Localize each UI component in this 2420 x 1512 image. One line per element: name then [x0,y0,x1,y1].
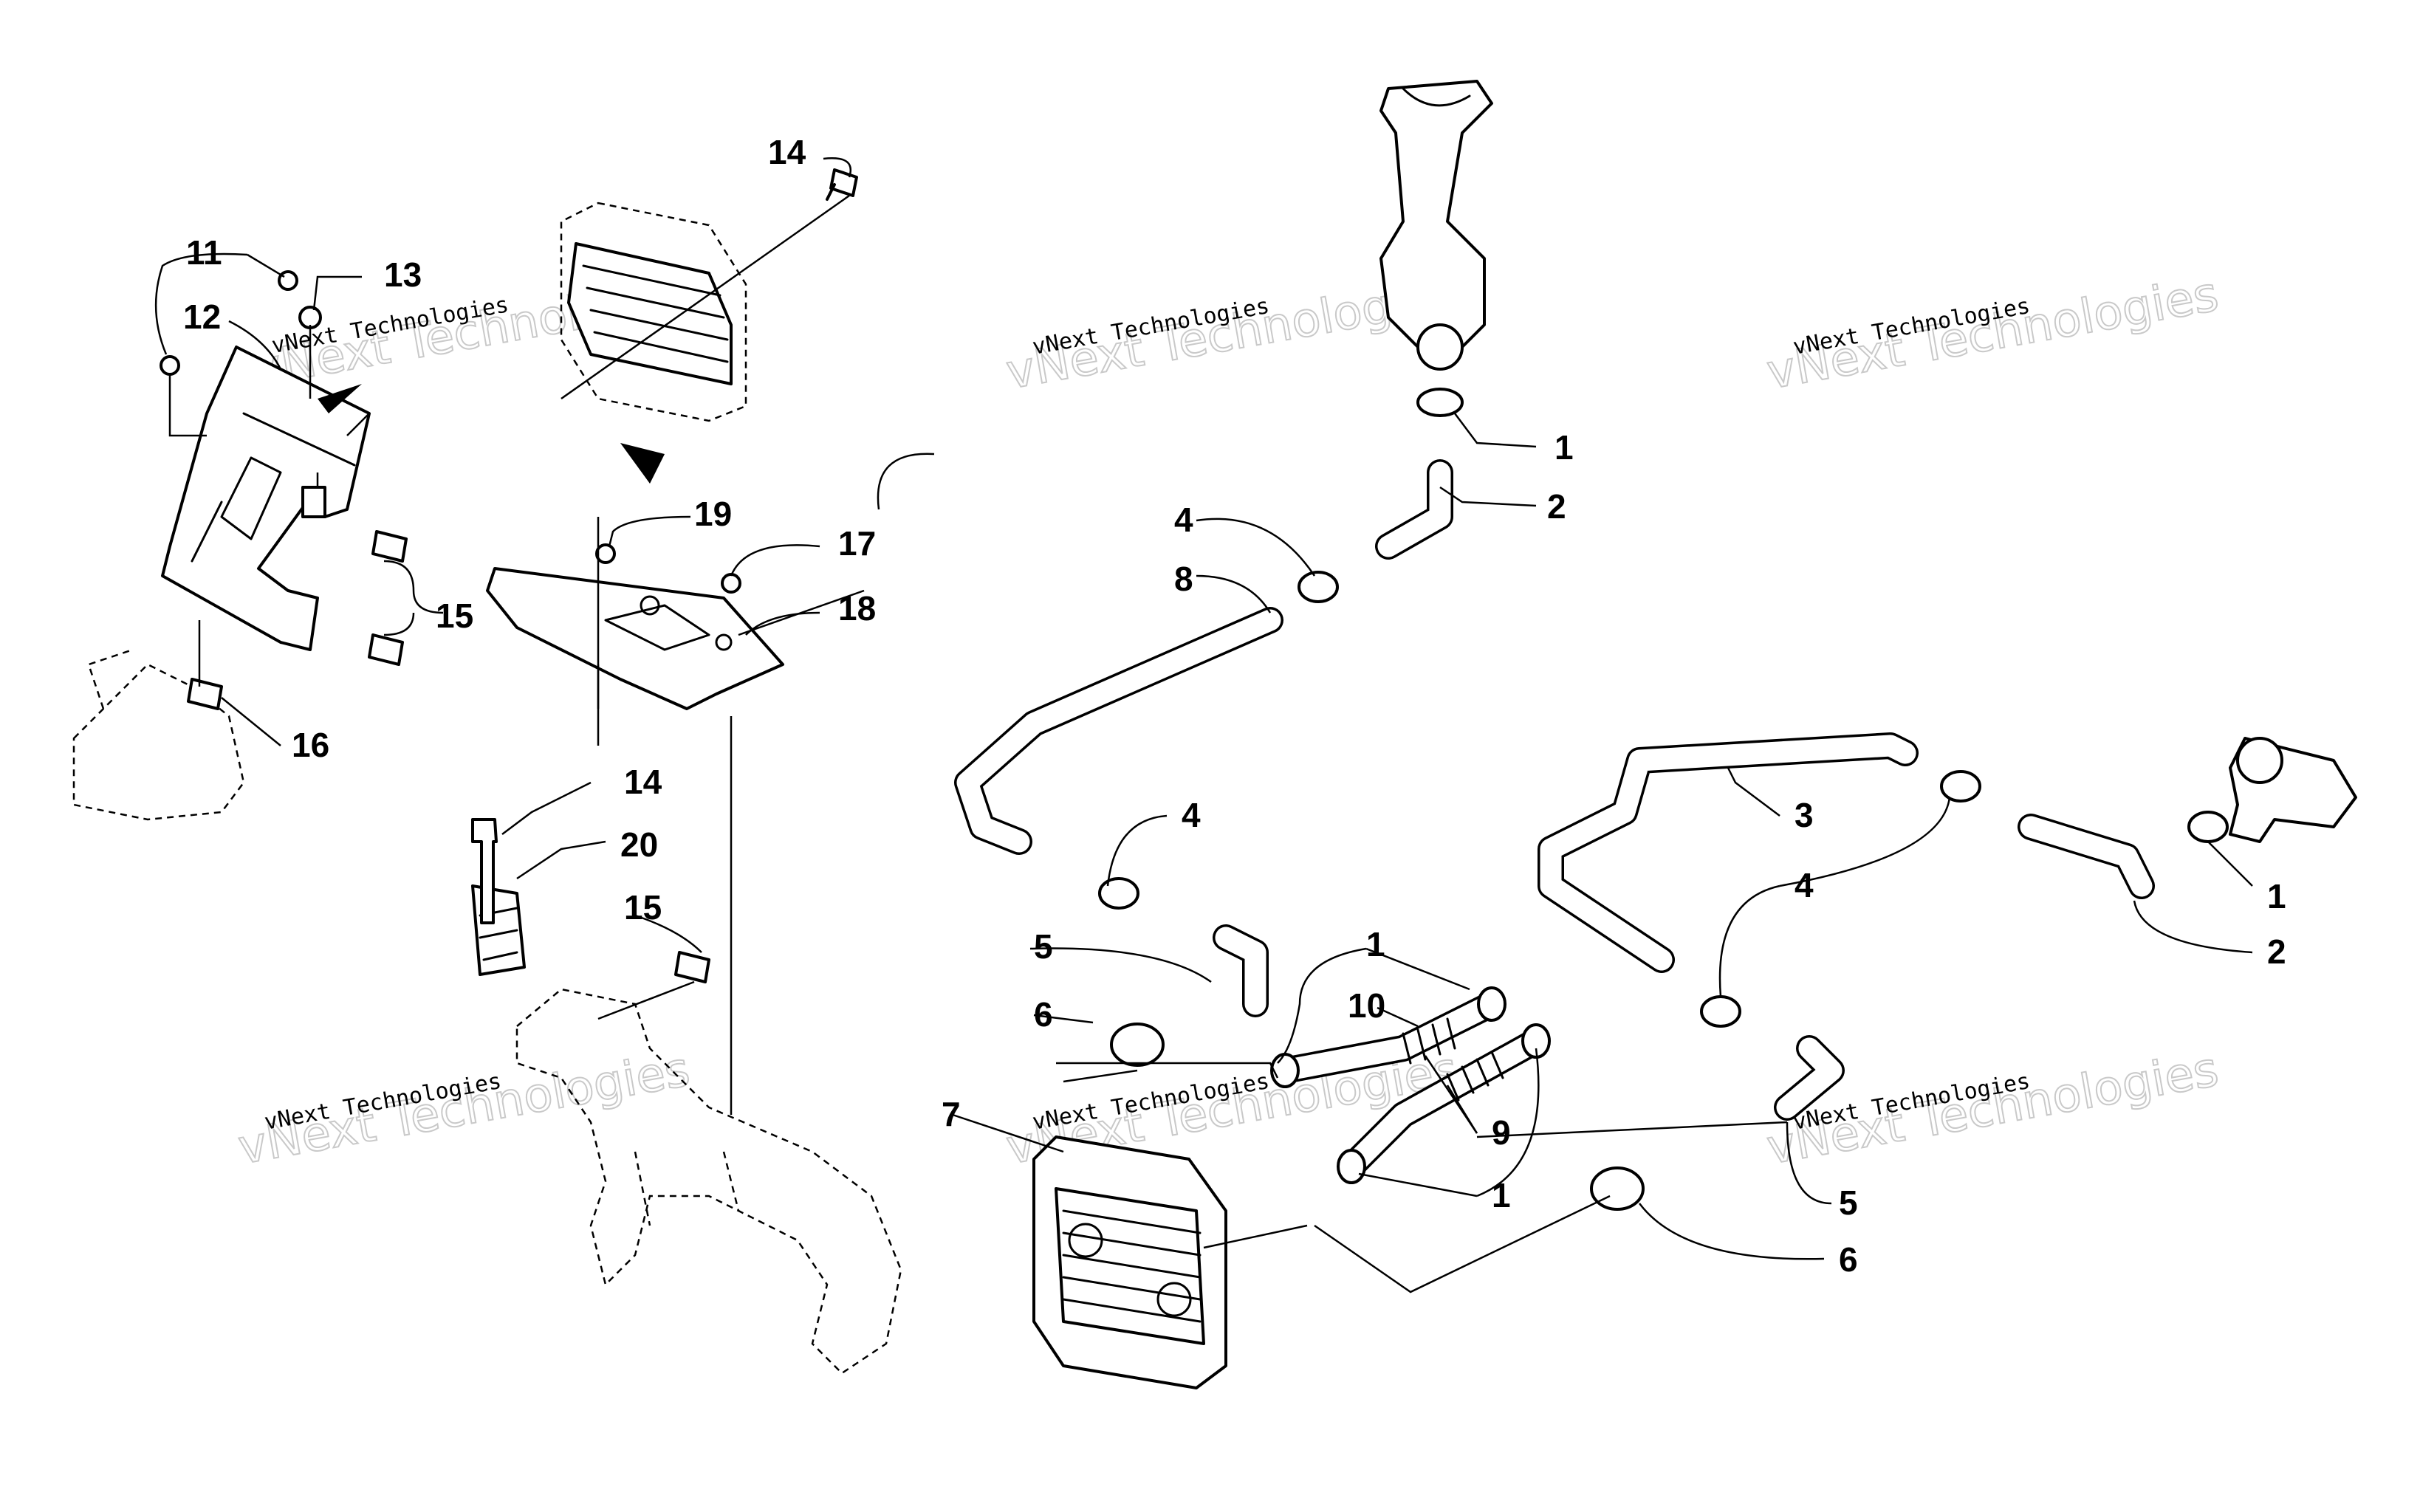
callout-4: 4 [1174,501,1193,539]
callout-labels: 14 11 13 12 19 17 18 15 16 14 20 15 1 2 … [183,133,2286,1279]
thermostat-housing [1379,80,1493,371]
watermark: vNext Technologies vNext Technologies [1762,267,2223,401]
callout-4: 4 [1795,866,1814,904]
leader-lines [154,157,2253,1293]
hose-clamp [1110,1023,1165,1067]
callout-1: 1 [1492,1176,1511,1214]
hose-clamp [1521,1023,1551,1059]
screw [298,306,322,329]
hose-clamp [1940,770,1981,803]
coolant-hose-short [1338,1028,1549,1180]
frame-ghost-upper-left [72,648,245,821]
callout-17: 17 [838,524,876,563]
hose-clamp [1337,1149,1366,1184]
callout-6: 6 [1839,1240,1858,1279]
hose-clamp [1270,1053,1300,1088]
callout-6: 6 [1034,995,1053,1034]
callout-9: 9 [1492,1113,1511,1152]
coolant-hose-short [1272,991,1505,1084]
callout-10: 10 [1348,986,1385,1025]
callout-1: 1 [1366,925,1385,963]
clip-nut [187,678,223,710]
clip-nut [368,633,404,666]
callout-18: 18 [838,589,876,628]
callout-16: 16 [292,726,329,764]
t-fitting [2229,737,2357,843]
screw [160,355,180,376]
hose-clamp [1700,995,1741,1028]
callout-8: 8 [1174,560,1193,598]
hose-upper-left-inner [956,609,1281,853]
callout-11: 11 [186,233,222,272]
callout-7: 7 [942,1095,961,1133]
callout-4: 4 [1182,796,1201,834]
callout-3: 3 [1795,796,1814,834]
watermark: vNext Technologies vNext Technologies [233,1042,694,1176]
hose-elbow-right-inner [2020,816,2153,897]
callout-15: 15 [436,597,473,635]
heat-shield [486,567,784,710]
callout-5: 5 [1839,1183,1858,1222]
mounting-bracket [161,346,371,651]
callout-2: 2 [1547,487,1566,526]
screw [595,543,616,564]
oil-cooler-ghost-upper [560,202,747,422]
bolt [471,818,498,924]
screw [721,573,741,594]
callout-13: 13 [384,255,422,294]
hose-clamp [1590,1166,1645,1211]
hose-elbow-mid-left-inner [1215,927,1266,1015]
callout-15: 15 [624,888,662,927]
callout-2: 2 [2267,932,2286,971]
callout-5: 5 [1034,927,1053,966]
clip-nut [371,530,408,563]
callout-1: 1 [2267,877,2286,915]
hose-clamp [1416,388,1464,417]
callout-12: 12 [183,298,221,336]
hose-clamp [1298,571,1339,603]
callout-14: 14 [768,133,806,171]
callout-14: 14 [624,763,662,801]
screw [826,168,858,201]
frame-ghost-lower [515,988,902,1375]
oil-cooler [1032,1135,1227,1389]
callout-20: 20 [620,825,658,864]
callout-1: 1 [1555,428,1574,467]
clip-nut [674,951,710,983]
hose-clamp [1098,877,1139,910]
hose-elbow-lower-right-inner [1776,1037,1843,1118]
hose-clamp [2187,811,2229,843]
arrow-icon [318,384,665,484]
hose-crossover-inner [1540,735,1916,971]
hose-clamp [1477,986,1506,1022]
callout-19: 19 [694,495,732,533]
